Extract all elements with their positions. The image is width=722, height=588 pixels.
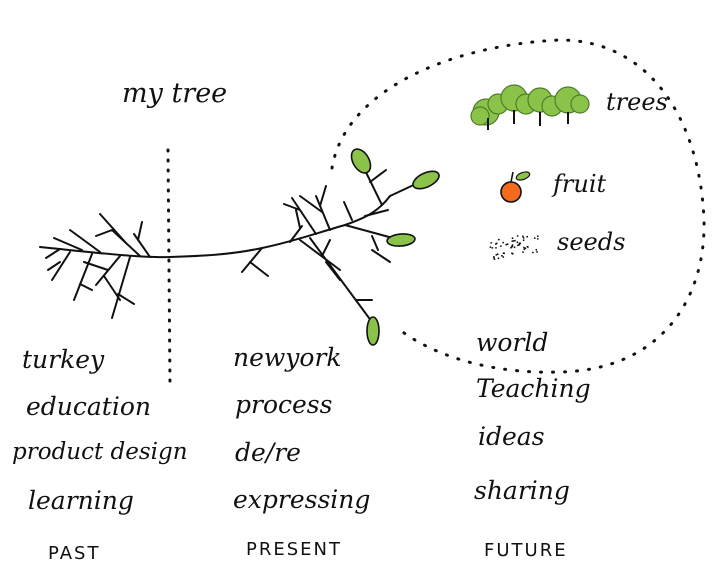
seed-dot xyxy=(514,239,516,242)
seed-dot xyxy=(510,246,512,249)
present-item-3: de/re xyxy=(235,438,301,467)
seed-dot xyxy=(489,246,492,249)
future-item-4: sharing xyxy=(474,476,570,505)
future-item-3: ideas xyxy=(478,422,545,451)
past-item-4: learning xyxy=(28,486,134,515)
leaf xyxy=(386,233,416,247)
seed-dot xyxy=(522,236,525,239)
seed-dot xyxy=(511,244,514,247)
divider-dotted-line xyxy=(166,148,172,387)
future-item-2: Teaching xyxy=(476,374,591,403)
leaf xyxy=(366,316,380,346)
present-item-1: newyork xyxy=(233,343,342,372)
seed-dot xyxy=(522,251,524,254)
seed-dot xyxy=(495,247,497,249)
seed-dot xyxy=(536,251,538,253)
past-branches xyxy=(45,213,151,319)
seed-dot xyxy=(495,254,498,256)
seed-dot xyxy=(513,246,516,249)
seed-dot xyxy=(516,235,519,237)
seed-dot xyxy=(495,242,498,245)
past-item-1: turkey xyxy=(22,345,105,374)
trees-legend-icon xyxy=(470,84,590,130)
trees-legend-label: trees xyxy=(606,88,668,116)
leaf xyxy=(350,148,372,174)
past-item-3: product design xyxy=(12,439,188,465)
seed-dot xyxy=(517,244,519,247)
seed-dot xyxy=(511,252,514,255)
seed-dot xyxy=(499,245,502,248)
present-item-2: process xyxy=(235,390,333,419)
present-era-label: PRESENT xyxy=(246,539,342,560)
seed-dot xyxy=(524,247,527,250)
seed-dot xyxy=(502,252,505,255)
seed-dot xyxy=(522,235,524,238)
seed-dot xyxy=(526,245,529,248)
fruit-legend-label: fruit xyxy=(553,170,607,198)
seed-dot xyxy=(523,246,525,249)
leaf xyxy=(412,170,440,190)
past-item-2: education xyxy=(26,392,151,421)
seeds-legend-icon xyxy=(489,235,539,260)
seeds-legend-label: seeds xyxy=(557,228,626,256)
seed-dot xyxy=(511,237,514,240)
seed-dot xyxy=(502,256,505,258)
past-era-label: PAST xyxy=(48,543,101,564)
seed-dot xyxy=(535,248,538,251)
seed-dot xyxy=(533,237,536,240)
present-branches xyxy=(241,159,421,323)
seed-dot xyxy=(506,243,509,246)
seed-dot xyxy=(526,235,529,238)
seed-dot xyxy=(512,240,515,242)
seed-dot xyxy=(493,258,496,260)
seed-dot xyxy=(536,238,539,240)
seed-dot xyxy=(497,238,500,241)
future-era-label: FUTURE xyxy=(484,540,568,561)
future-item-1: world xyxy=(476,328,549,357)
seed-dot xyxy=(536,235,539,238)
seed-dot xyxy=(496,253,499,256)
seed-dot xyxy=(518,243,521,246)
seed-dot xyxy=(497,257,500,260)
seed-dot xyxy=(491,247,494,249)
seed-dot xyxy=(490,242,493,244)
seed-dot xyxy=(505,243,508,246)
seed-dot xyxy=(516,241,519,244)
present-item-4: expressing xyxy=(233,485,371,514)
seed-dot xyxy=(501,254,503,257)
seed-dot xyxy=(522,239,525,242)
diagram-title: my tree xyxy=(122,78,228,109)
fruit-legend-icon xyxy=(500,171,531,203)
seed-dot xyxy=(502,241,505,244)
seed-dot xyxy=(532,251,534,254)
tree-trunk xyxy=(39,195,391,259)
